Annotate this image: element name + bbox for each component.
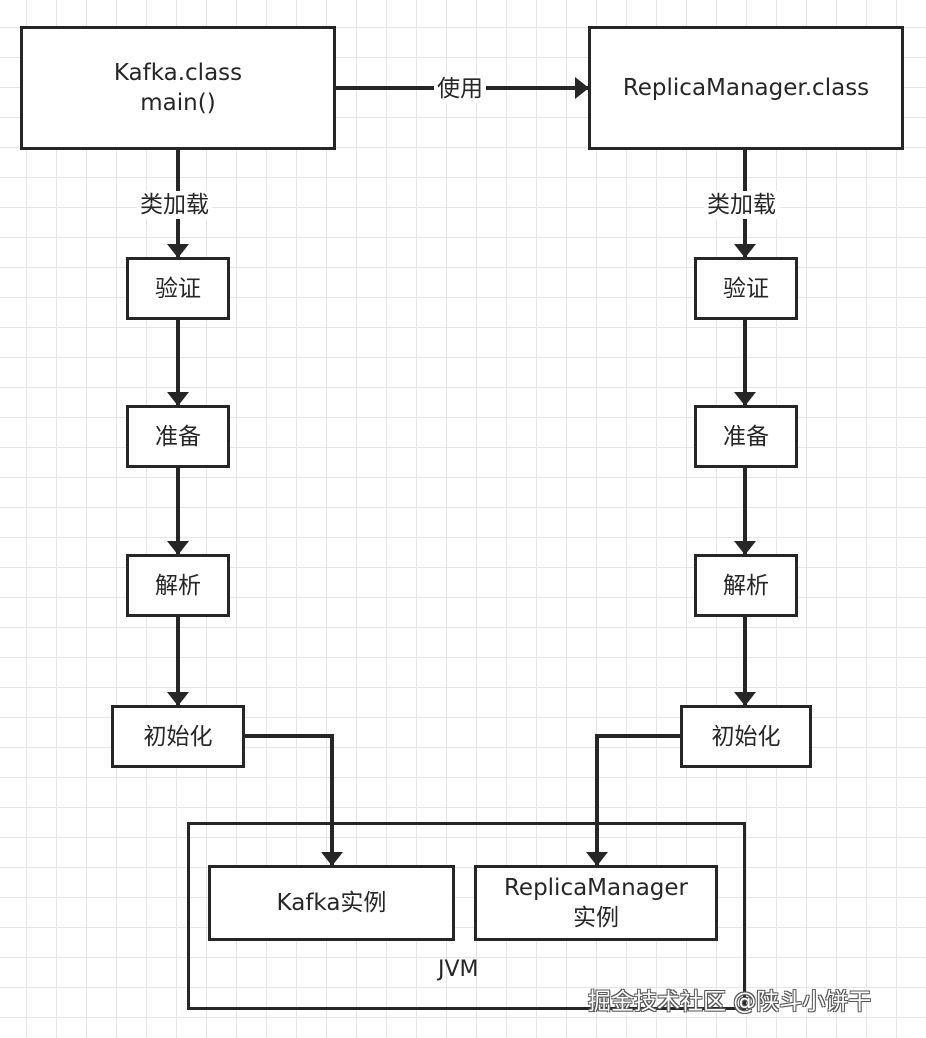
- node-left-resolve[interactable]: 解析: [126, 554, 230, 617]
- edge-label-uses: 使用: [434, 75, 486, 103]
- node-left-resolve-label: 解析: [155, 572, 201, 599]
- node-left-prepare[interactable]: 准备: [126, 405, 230, 468]
- node-replica-manager-instance-line1: ReplicaManager: [503, 875, 689, 901]
- node-left-init[interactable]: 初始化: [111, 705, 245, 768]
- node-replica-manager-class[interactable]: ReplicaManager.class: [588, 26, 904, 150]
- node-kafka-instance-label: Kafka实例: [276, 890, 387, 916]
- node-left-verify-label: 验证: [155, 275, 201, 302]
- node-right-prepare[interactable]: 准备: [694, 405, 798, 468]
- node-replica-manager-class-label: ReplicaManager.class: [622, 75, 870, 101]
- node-jvm[interactable]: [187, 822, 746, 1010]
- node-replica-manager-instance[interactable]: ReplicaManager 实例: [474, 865, 718, 941]
- node-left-prepare-label: 准备: [155, 423, 201, 450]
- node-right-init-label: 初始化: [711, 723, 781, 750]
- node-right-verify-label: 验证: [723, 275, 769, 302]
- node-left-init-label: 初始化: [143, 723, 213, 750]
- node-right-resolve[interactable]: 解析: [694, 554, 798, 617]
- node-kafka-class-line1: Kafka.class: [113, 60, 243, 86]
- node-kafka-class[interactable]: Kafka.class main(): [20, 26, 336, 150]
- node-right-verify[interactable]: 验证: [694, 257, 798, 320]
- node-jvm-label: JVM: [438, 957, 479, 982]
- node-right-prepare-label: 准备: [723, 423, 769, 450]
- node-left-verify[interactable]: 验证: [126, 257, 230, 320]
- node-kafka-instance[interactable]: Kafka实例: [208, 865, 455, 941]
- node-kafka-class-line2: main(): [140, 90, 216, 116]
- node-replica-manager-instance-line2: 实例: [572, 905, 619, 931]
- node-right-resolve-label: 解析: [723, 572, 769, 599]
- node-right-init[interactable]: 初始化: [680, 705, 812, 768]
- edge-label-left-classload: 类加载: [137, 191, 212, 219]
- edge-label-right-classload: 类加载: [704, 191, 779, 219]
- watermark: 掘金技术社区 @陕斗小饼干: [588, 989, 872, 1015]
